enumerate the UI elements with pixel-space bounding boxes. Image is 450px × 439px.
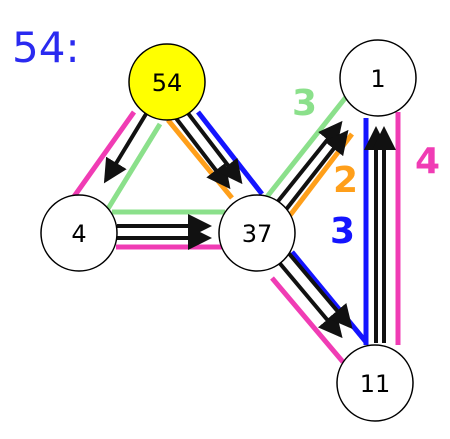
arrow-54-to-37-a (170, 111, 231, 190)
green-path-54-4 (103, 122, 163, 214)
node-11: 11 (336, 344, 414, 422)
magenta-weight-label: 4 (415, 141, 440, 182)
node-4-label: 4 (71, 220, 86, 248)
node-1: 1 (339, 39, 417, 117)
node-37-label: 37 (242, 220, 273, 248)
blue-weight-label: 3 (330, 211, 355, 252)
arrow-54-to-4 (103, 112, 148, 184)
node-54: 54 (128, 43, 206, 121)
node-4: 4 (40, 194, 118, 272)
node-37: 37 (218, 194, 296, 272)
arrow-37-to-11-b (284, 248, 353, 330)
orange-weight-label: 2 (333, 160, 358, 201)
blue-path-54-37 (196, 110, 264, 196)
diagram-title: 54: (12, 23, 80, 72)
magenta-path-37-11 (270, 276, 345, 364)
green-weight-label: 3 (292, 83, 317, 124)
green-path-37-1 (264, 90, 352, 200)
node-1-label: 1 (370, 65, 385, 93)
arrow-54-to-37-b (182, 106, 243, 185)
arrow-37-to-1-b (279, 129, 349, 218)
node-11-label: 11 (360, 370, 391, 398)
blue-path-37-11 (290, 250, 368, 344)
node-54-label: 54 (152, 69, 183, 97)
magenta-path-54-4 (65, 110, 137, 207)
